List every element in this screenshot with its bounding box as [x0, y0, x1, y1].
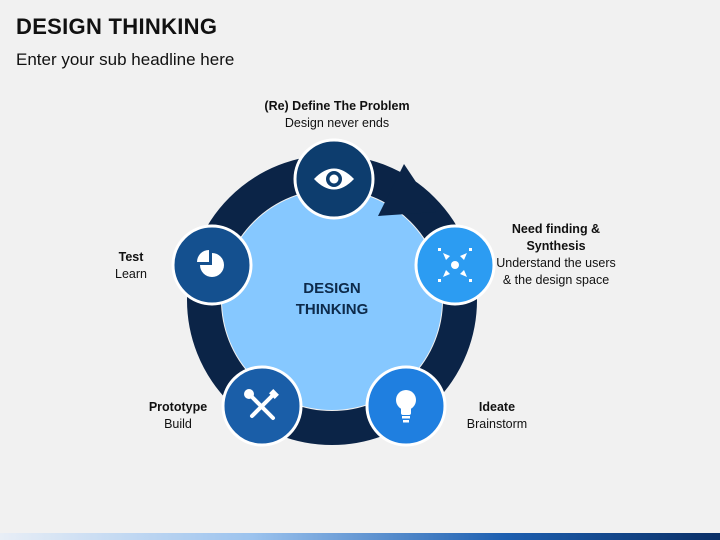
stage-desc: Build [164, 417, 192, 431]
stage-title: Ideate [478, 400, 516, 414]
converge-arrows-icon [438, 248, 472, 282]
stage-label-ideate: Ideate Brainstorm [452, 399, 542, 433]
stage-title: Need finding & Synthesis [511, 222, 601, 253]
stage-label-define: (Re) Define The Problem Design never end… [232, 98, 442, 132]
stage-desc: Understand the users & the design space [496, 256, 616, 287]
stage-label-prototype: Prototype Build [134, 399, 222, 433]
stage-title: Prototype [148, 400, 208, 414]
cycle-arrow-head [378, 164, 436, 216]
center-label-line2: THINKING [295, 301, 369, 318]
stage-label-need-finding: Need finding & Synthesis Understand the … [496, 221, 616, 289]
page-title: DESIGN THINKING [16, 14, 218, 39]
stage-desc: Design never ends [284, 116, 390, 130]
center-label-line1: DESIGN [303, 280, 361, 297]
stage-node-need-finding[interactable] [414, 224, 496, 306]
stage-node-define[interactable] [293, 138, 375, 220]
pie-chart-icon [197, 250, 224, 277]
center-label: DESIGN THINKING [262, 278, 402, 320]
tools-icon [244, 389, 279, 420]
stage-title: (Re) Define The Problem [264, 99, 410, 113]
stage-node-ideate[interactable] [365, 365, 447, 447]
lightbulb-icon [396, 390, 416, 423]
stage-desc: Brainstorm [466, 417, 528, 431]
stage-label-test: Test Learn [100, 249, 162, 283]
stage-node-prototype[interactable] [221, 365, 303, 447]
stage-node-test[interactable] [171, 224, 253, 306]
bottom-accent-bar [0, 533, 720, 540]
stage-title: Test [118, 250, 144, 264]
page-subtitle: Enter your sub headline here [16, 50, 235, 69]
inner-circle [222, 190, 442, 410]
stage-desc: Learn [115, 267, 147, 281]
eye-icon [314, 168, 354, 190]
